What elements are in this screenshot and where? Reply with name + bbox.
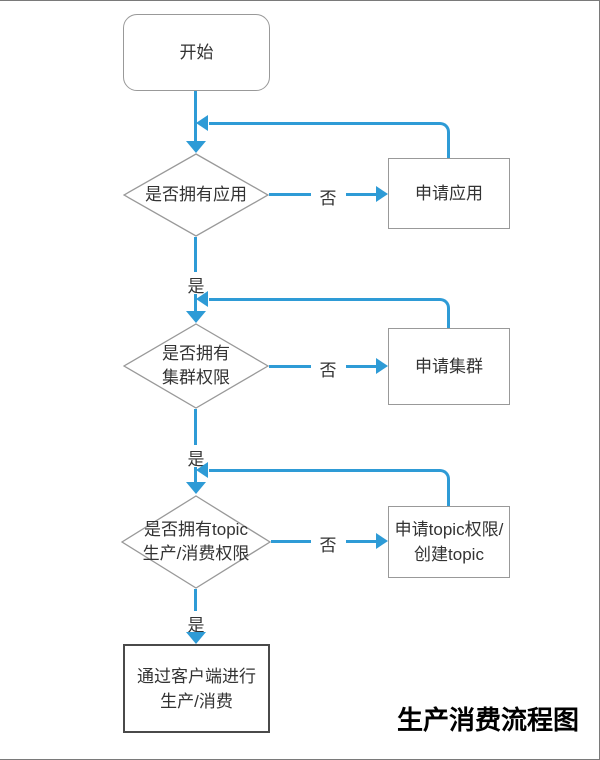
- diamond-shape: [123, 323, 269, 409]
- node-apply-topic-label-line2: 创建topic: [414, 545, 484, 564]
- connector-no2-segment-b: [346, 365, 376, 368]
- flowchart-title: 生产消费流程图: [397, 705, 580, 735]
- arrowhead-right-apply-app: [376, 186, 388, 202]
- connector-no1-segment-a: [269, 193, 311, 196]
- connector-yes3-segment-a: [194, 589, 197, 611]
- decision-has-app: 是否拥有应用: [123, 153, 269, 237]
- arrowhead-left-loop-app: [196, 115, 208, 131]
- decision-has-app-label: 是否拥有应用: [145, 185, 247, 204]
- node-produce-consume-label-line1: 通过客户端进行: [137, 666, 256, 686]
- decision-topic-label-line2: 生产/消费权限: [142, 544, 250, 563]
- node-apply-cluster: 申请集群: [388, 328, 510, 405]
- connector-loop-apply-app: [209, 122, 450, 158]
- label-yes-3: 是: [181, 611, 211, 636]
- connector-loop-apply-cluster: [209, 298, 450, 328]
- connector-yes1-segment-a: [194, 237, 197, 273]
- node-apply-app-label: 申请应用: [415, 184, 483, 203]
- arrowhead-down-decision-cluster: [186, 311, 206, 323]
- node-produce-consume: 通过客户端进行 生产/消费: [123, 644, 270, 733]
- node-apply-topic: 申请topic权限/ 创建topic: [388, 506, 510, 578]
- connector-loop-apply-topic: [209, 469, 450, 506]
- arrowhead-down-decision-topic: [186, 482, 206, 494]
- connector-yes1-segment-b: [194, 294, 197, 312]
- decision-cluster-label-line1: 是否拥有: [162, 344, 230, 363]
- arrowhead-right-apply-cluster: [376, 358, 388, 374]
- decision-topic-label-line1: 是否拥有topic: [144, 520, 248, 539]
- connector-no3-segment-a: [271, 540, 311, 543]
- diamond-shape: [123, 153, 269, 237]
- label-no-3: 否: [313, 531, 343, 556]
- connector-no1-segment-b: [346, 193, 376, 196]
- arrowhead-left-loop-cluster: [196, 291, 208, 307]
- label-no-2: 否: [313, 356, 343, 381]
- arrowhead-left-loop-topic: [196, 462, 208, 478]
- connector-yes2-segment-b: [194, 467, 197, 482]
- arrowhead-down-decision-app: [186, 141, 206, 153]
- decision-cluster-label-line2: 集群权限: [162, 368, 230, 387]
- node-apply-topic-label-line1: 申请topic权限/: [394, 520, 504, 539]
- connector-no3-segment-b: [346, 540, 376, 543]
- decision-has-cluster-permission: 是否拥有 集群权限: [123, 323, 269, 409]
- connector-no2-segment-a: [269, 365, 311, 368]
- decision-has-topic-permission: 是否拥有topic 生产/消费权限: [121, 495, 271, 589]
- node-apply-app: 申请应用: [388, 158, 510, 229]
- node-apply-cluster-label: 申请集群: [415, 357, 483, 376]
- arrowhead-down-final: [186, 632, 206, 644]
- node-start-label: 开始: [179, 43, 214, 62]
- diamond-shape: [121, 495, 271, 589]
- node-produce-consume-label-line2: 生产/消费: [160, 691, 233, 711]
- connector-start-to-decision-app: [194, 91, 197, 142]
- connector-yes2-segment-a: [194, 409, 197, 446]
- node-start: 开始: [123, 14, 270, 91]
- arrowhead-right-apply-topic: [376, 533, 388, 549]
- label-no-1: 否: [313, 184, 343, 209]
